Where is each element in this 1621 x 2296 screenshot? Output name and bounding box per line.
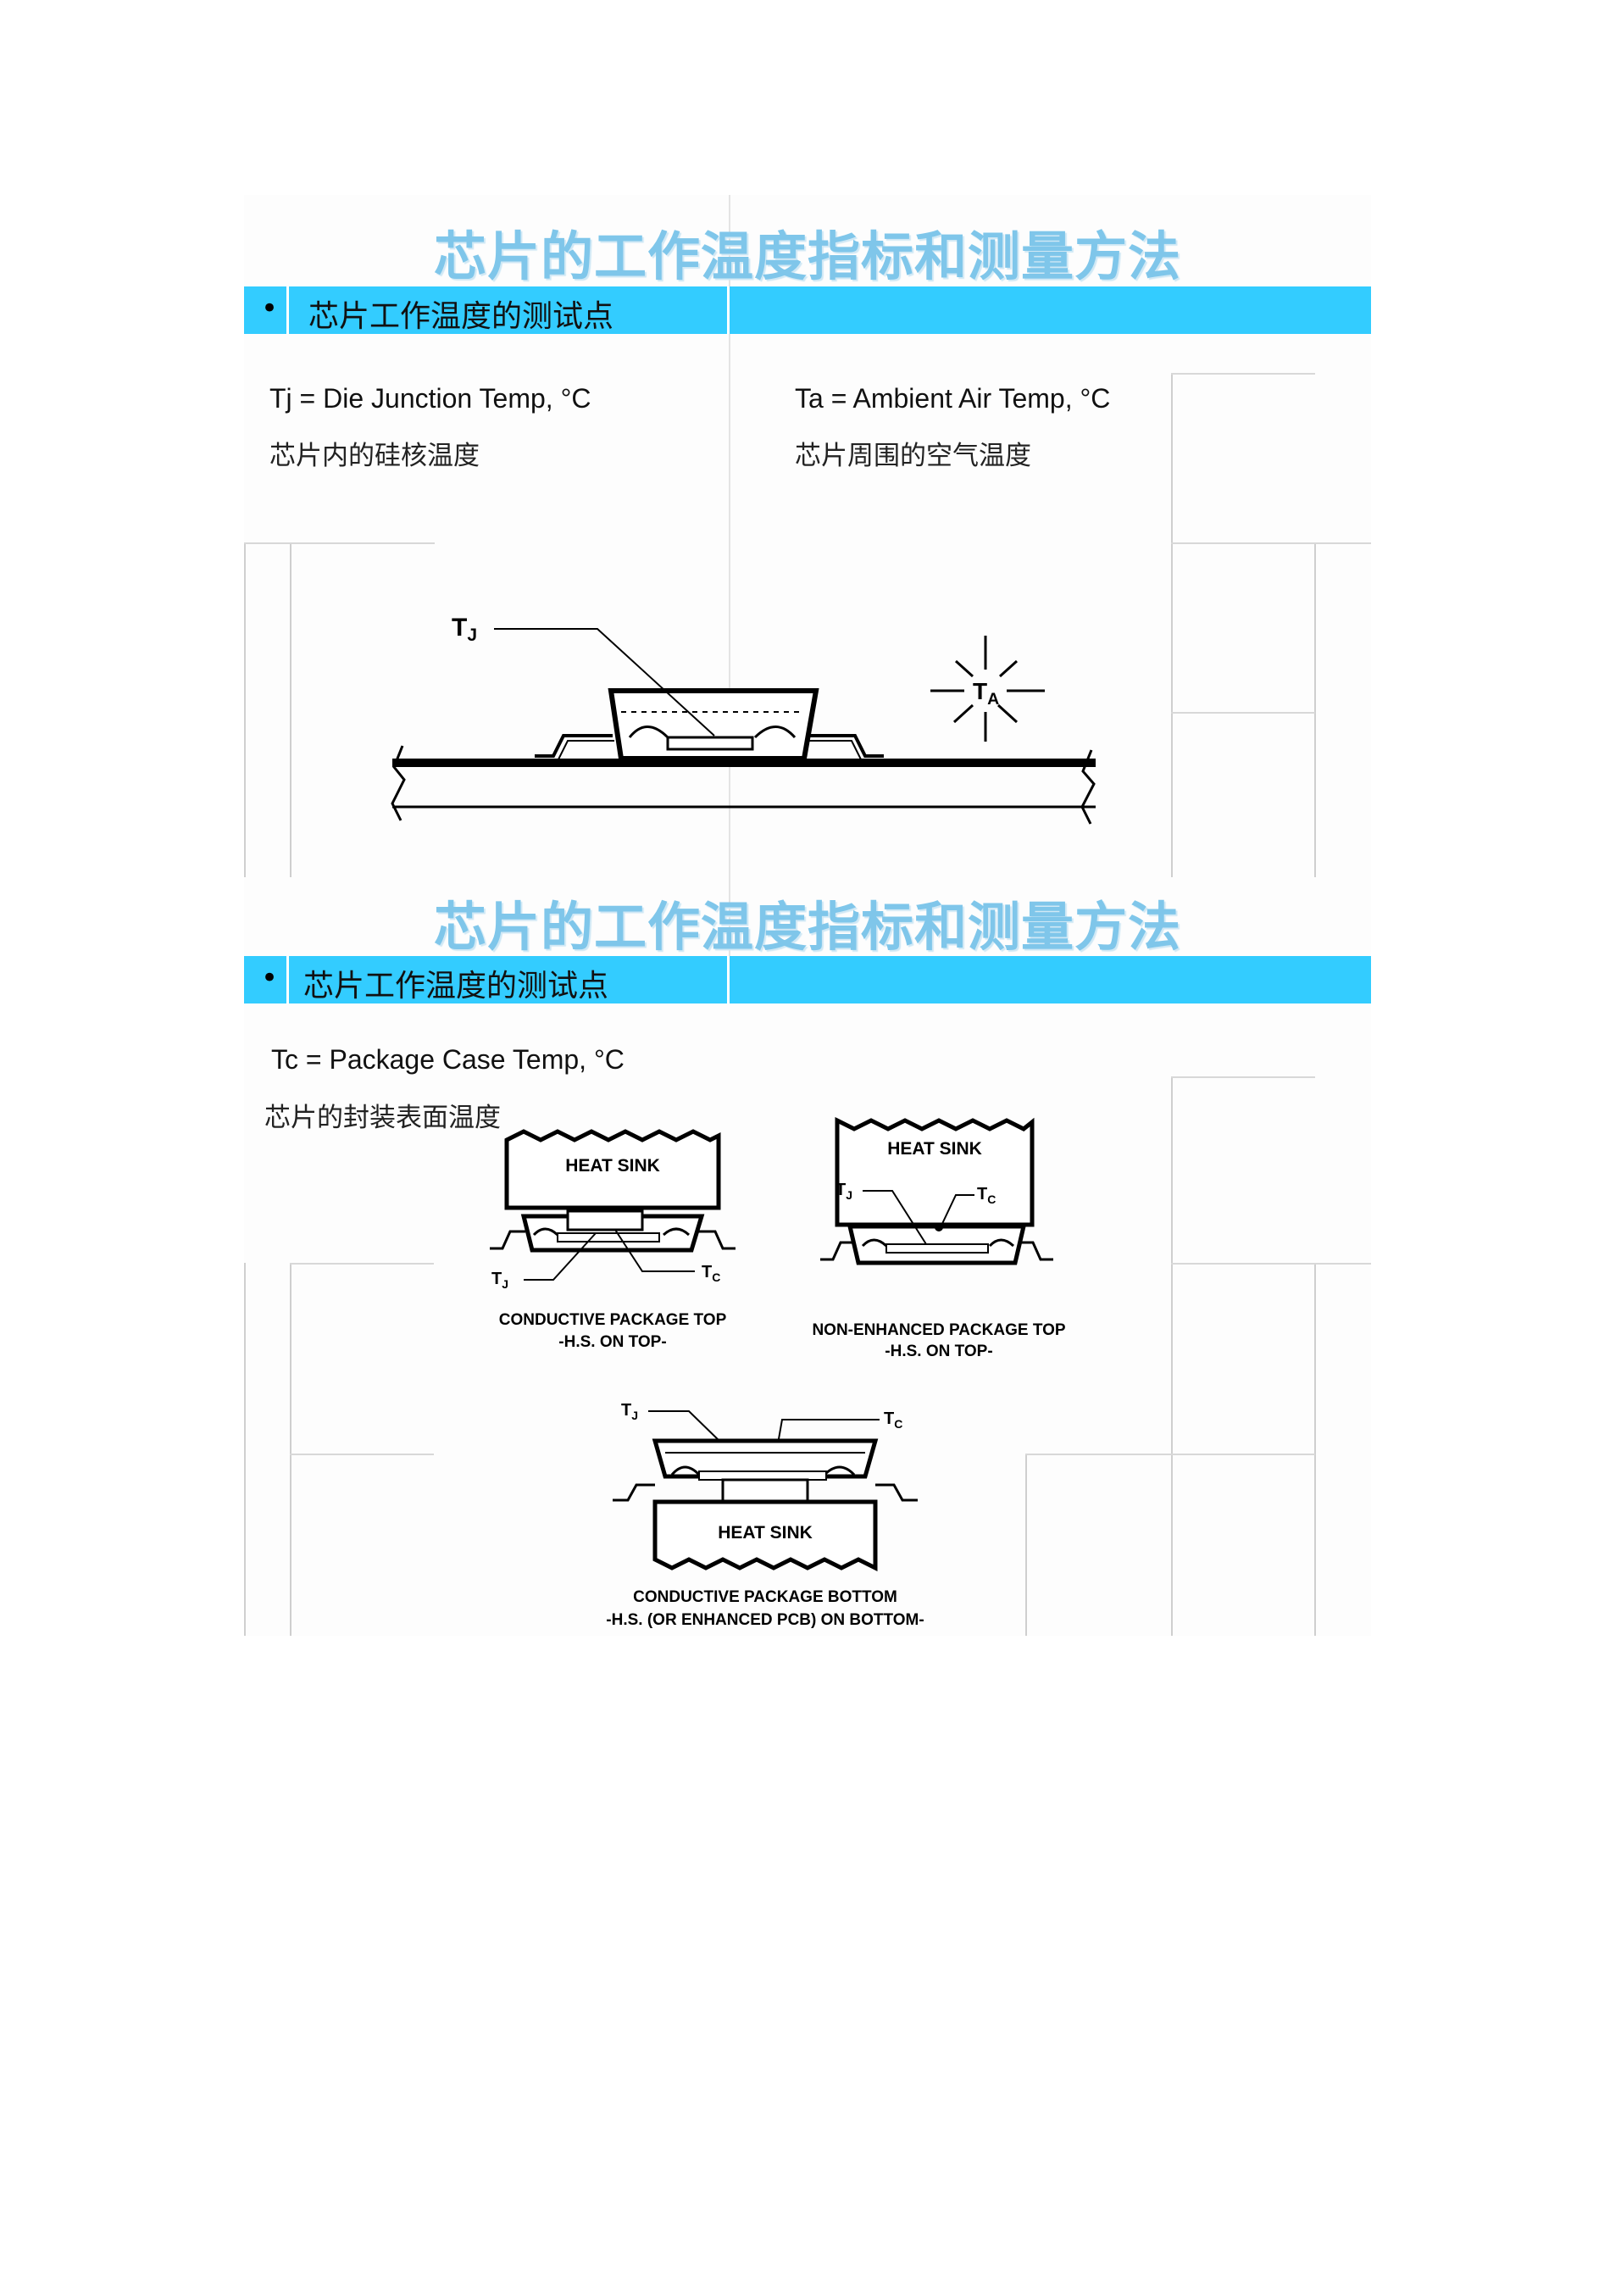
grid-line [290, 1263, 434, 1265]
bullet: • [261, 961, 279, 995]
tc-marker: TC [977, 1185, 996, 1206]
grid-line [729, 195, 730, 877]
tc-marker: TC [884, 1409, 902, 1431]
ta-marker: TA [973, 678, 999, 709]
ta-cn-label: 芯片周围的空气温度 [795, 441, 1031, 471]
caption-line-1: NON-ENHANCED PACKAGE TOP [812, 1321, 1065, 1339]
grid-line [1314, 542, 1316, 877]
tj-cn-label: 芯片内的硅核温度 [269, 441, 480, 471]
grid-line [244, 1263, 246, 1636]
grid-line [1171, 373, 1173, 877]
package-on-pcb-diagram: TJ TA [391, 614, 1096, 825]
grid-line [290, 1263, 291, 1636]
grid-line [244, 542, 246, 877]
grid-line [290, 1454, 434, 1455]
grid-line [1025, 1454, 1315, 1455]
band-text: 芯片工作温度的测试点 [303, 969, 609, 1003]
grid-line [1171, 1076, 1173, 1636]
slide-title: 芯片的工作温度指标和测量方法 [433, 225, 1181, 287]
tj-marker: TJ [835, 1181, 852, 1202]
tc-cn-label: 芯片的封装表面温度 [264, 1103, 501, 1133]
grid-line [244, 542, 435, 544]
ambient-star-icon [930, 636, 1045, 742]
grid-line [1171, 712, 1315, 714]
grid-line [729, 877, 730, 996]
section-band: • 芯片工作温度的测试点 [244, 956, 1371, 1003]
caption-line-1: CONDUCTIVE PACKAGE BOTTOM [633, 1588, 897, 1606]
slide-2: 芯片的工作温度指标和测量方法 • 芯片工作温度的测试点 Tc = Package… [244, 877, 1371, 1636]
caption-line-2: -H.S. ON TOP- [558, 1333, 666, 1351]
grid-line [1025, 1454, 1027, 1636]
heat-sink-label: HEAT SINK [565, 1156, 660, 1176]
tc-marker: TC [702, 1263, 720, 1284]
ta-label: Ta = Ambient Air Temp, °C [795, 383, 1111, 414]
tj-marker: TJ [491, 1270, 508, 1291]
grid-line [1171, 1076, 1315, 1078]
tj-marker: TJ [621, 1401, 638, 1422]
band-text: 芯片工作温度的测试点 [308, 299, 614, 334]
grid-line [290, 542, 291, 877]
slide-title: 芯片的工作温度指标和测量方法 [433, 896, 1181, 958]
bullet: • [261, 292, 279, 325]
slide-1: 芯片的工作温度指标和测量方法 • 芯片工作温度的测试点 Tj = Die Jun… [244, 195, 1371, 877]
grid-line [1171, 373, 1315, 375]
grid-line [1171, 1263, 1371, 1265]
caption-line-2: -H.S. ON TOP- [885, 1343, 992, 1360]
heat-sink-label: HEAT SINK [887, 1139, 982, 1159]
conductive-package-bottom-diagram: TJ TC HEAT SINK CONDUCTIVE PACKAGE BOTTO… [606, 1401, 924, 1629]
caption-line-1: CONDUCTIVE PACKAGE TOP [499, 1311, 727, 1329]
grid-line [1171, 542, 1371, 544]
tj-marker: TJ [452, 614, 477, 645]
section-band: • 芯片工作温度的测试点 [244, 286, 1371, 334]
caption-line-2: -H.S. (OR ENHANCED PCB) ON BOTTOM- [606, 1611, 924, 1629]
tc-label: Tc = Package Case Temp, °C [271, 1044, 625, 1075]
non-enhanced-package-top-diagram: HEAT SINK TJ TC NON-ENHANCED PACKAGE TOP… [812, 1116, 1066, 1360]
tj-label: Tj = Die Junction Temp, °C [269, 383, 591, 414]
heat-sink-label: HEAT SINK [718, 1523, 813, 1543]
grid-line [1314, 1263, 1316, 1636]
conductive-package-top-diagram: HEAT SINK TJ TC CONDUCTIVE PACKAGE TOP -… [490, 1129, 736, 1351]
